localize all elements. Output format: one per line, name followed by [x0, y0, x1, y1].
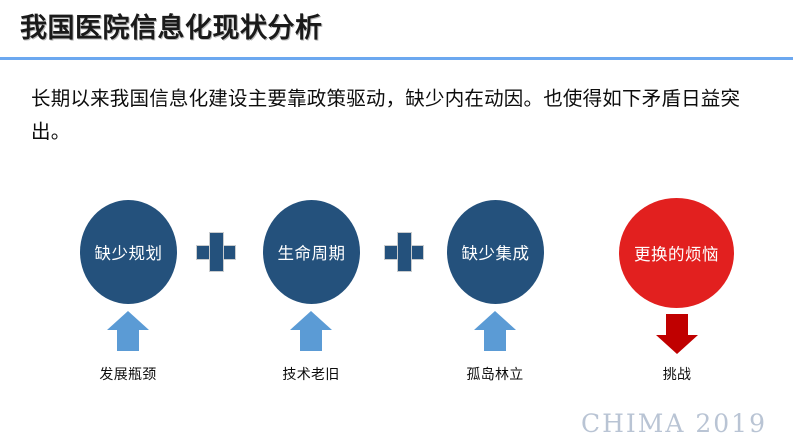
caption-node-2: 技术老旧 — [282, 367, 340, 383]
down-arrow-icon-4 — [655, 313, 699, 355]
body-paragraph: 长期以来我国信息化建设主要靠政策驱动，缺少内在动因。也使得如下矛盾日益突出。 — [31, 87, 741, 143]
caption-node-3: 孤岛林立 — [466, 367, 524, 383]
up-arrow-icon-1 — [106, 310, 150, 352]
up-arrow-icon-2 — [289, 310, 333, 352]
bubble-node-4[interactable]: 更换的烦恼 — [619, 198, 734, 308]
bubble-node-2[interactable]: 生命周期 — [263, 200, 360, 304]
footer-brand: CHIMA 2019 — [580, 409, 767, 438]
plus-operator-2 — [384, 232, 424, 272]
up-arrow-icon-3 — [473, 310, 517, 352]
concept-diagram: 缺少规划 发展瓶颈 生命周期 技术老旧 — [0, 180, 793, 400]
bubble-node-3[interactable]: 缺少集成 — [447, 200, 544, 304]
title-divider — [0, 57, 793, 60]
plus-operator-1 — [196, 232, 236, 272]
page-title: 我国医院信息化现状分析 — [20, 13, 323, 44]
caption-node-4: 挑战 — [662, 367, 692, 383]
bubble-node-1[interactable]: 缺少规划 — [80, 200, 177, 304]
caption-node-1: 发展瓶颈 — [99, 367, 157, 383]
